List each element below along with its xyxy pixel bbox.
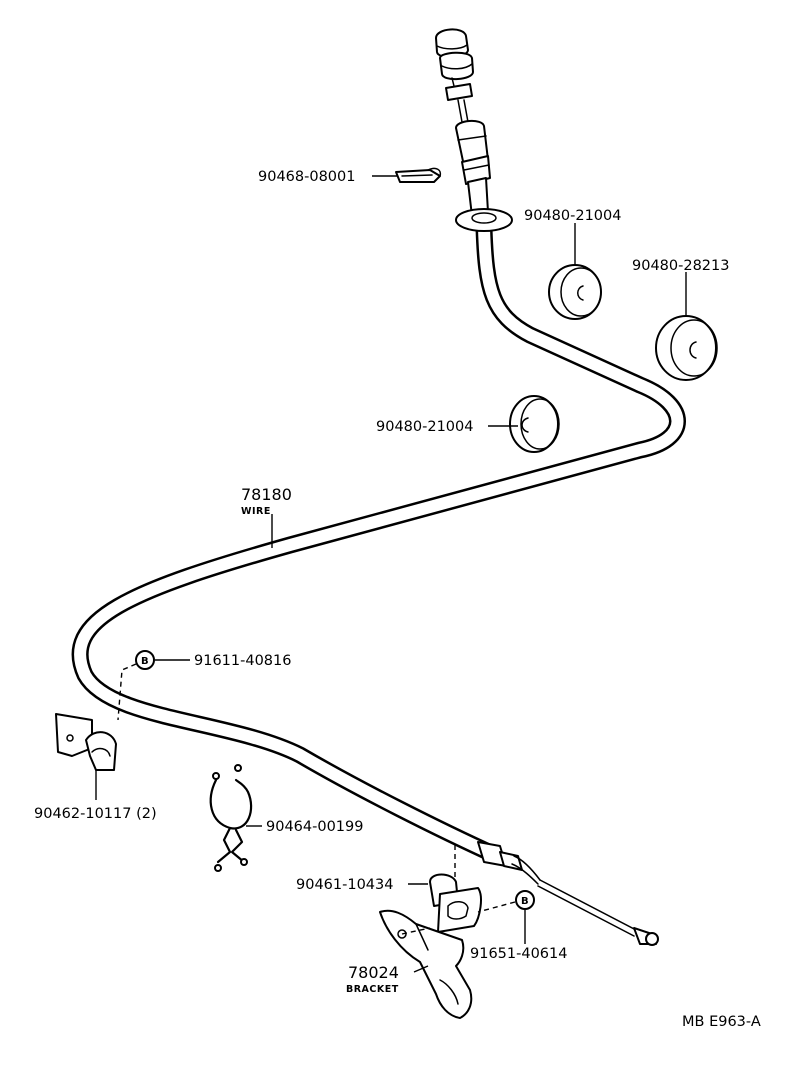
bolt-badge-91651: B xyxy=(515,890,535,910)
grommet-90480-28213 xyxy=(655,315,718,381)
bolt-badge-91611: B xyxy=(135,650,155,670)
clamp-90462 xyxy=(55,713,117,771)
label-wire: WIRE xyxy=(241,506,271,517)
label-90468-08001: 90468-08001 xyxy=(258,169,356,185)
grommet-90480-21004-top xyxy=(548,264,602,320)
knob-assembly xyxy=(435,28,513,232)
label-90480-21004-top: 90480-21004 xyxy=(524,208,622,224)
diagram-code: MB E963-A xyxy=(682,1014,761,1030)
label-78024: 78024 xyxy=(348,963,399,982)
cable-end xyxy=(477,841,659,946)
svg-text:B: B xyxy=(521,896,529,907)
label-90462-10117: 90462-10117 (2) xyxy=(34,806,157,822)
label-90464-00199: 90464-00199 xyxy=(266,819,364,835)
clip-90468 xyxy=(395,167,442,183)
clip-90464 xyxy=(209,764,253,872)
label-90461-10434: 90461-10434 xyxy=(296,877,394,893)
bracket-78024 xyxy=(379,909,473,1019)
svg-text:B: B xyxy=(141,656,149,667)
wire-cable xyxy=(71,219,686,864)
label-90480-28213: 90480-28213 xyxy=(632,258,730,274)
label-91651-40614: 91651-40614 xyxy=(470,946,568,962)
clamp-90461 xyxy=(429,845,482,933)
label-90480-21004-mid: 90480-21004 xyxy=(376,419,474,435)
label-91611-40816: 91611-40816 xyxy=(194,653,292,669)
grommet-90480-21004-mid xyxy=(509,395,560,453)
label-78180: 78180 xyxy=(241,485,292,504)
label-bracket: BRACKET xyxy=(346,984,399,995)
